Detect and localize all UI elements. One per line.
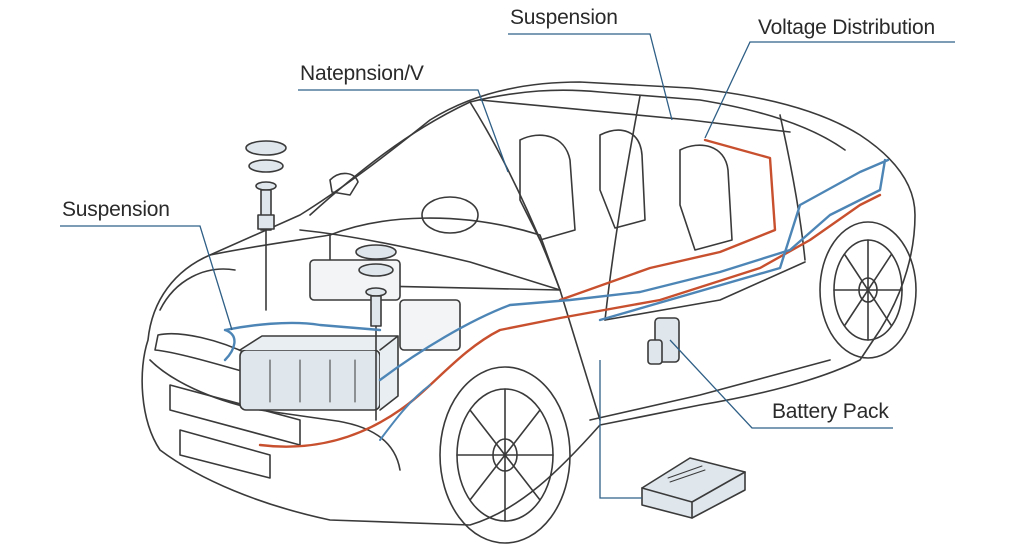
steering-wheel xyxy=(421,196,479,234)
front-motor-unit xyxy=(239,349,381,411)
voltage-distribution-label: Voltage Distribution xyxy=(758,16,935,39)
seat-front-left xyxy=(519,134,576,241)
door-line xyxy=(559,289,601,421)
sill-line xyxy=(589,359,831,421)
battery-pack-label: Battery Pack xyxy=(772,400,889,423)
hood-edge xyxy=(209,234,331,256)
leader-battery-pack-2 xyxy=(599,360,642,499)
front-left-wheel-arch xyxy=(159,268,236,311)
windshield-lower xyxy=(299,229,561,291)
b-pillar xyxy=(604,95,641,321)
car-body-outline xyxy=(141,81,916,526)
battery-pack xyxy=(641,457,746,519)
roof-rail xyxy=(479,99,791,133)
leader-suspension-top xyxy=(508,33,673,121)
door-line-2 xyxy=(604,261,806,321)
left-suspension-strut xyxy=(245,140,287,311)
leader-voltage-distribution xyxy=(704,41,955,139)
low-voltage-cable-3 xyxy=(379,384,431,441)
rear-wheel xyxy=(819,221,917,359)
right-suspension-strut xyxy=(355,244,397,421)
leader-suspension-left xyxy=(60,225,233,331)
a-pillar xyxy=(469,101,561,291)
c-pillar xyxy=(779,114,806,261)
suspension-left-label: Suspension xyxy=(62,198,170,221)
leader-natepnsion xyxy=(298,89,509,173)
suspension-top-label: Suspension xyxy=(510,6,618,29)
high-voltage-cable-top xyxy=(558,138,777,302)
natepnsion-label: Natepnsion/V xyxy=(300,62,424,85)
seat-front-right xyxy=(599,129,646,229)
side-mirror xyxy=(329,172,359,196)
lower-grille xyxy=(179,429,271,479)
rear-junction-box xyxy=(647,317,680,365)
low-voltage-cable-2 xyxy=(598,158,890,322)
leader-battery-pack xyxy=(669,339,893,429)
coolant-module xyxy=(399,299,461,351)
seat-rear xyxy=(679,144,733,251)
low-voltage-cable xyxy=(223,158,887,382)
windshield-frame xyxy=(309,89,846,216)
headlight xyxy=(154,332,251,373)
dashboard xyxy=(329,217,561,291)
front-wheel xyxy=(439,366,571,544)
